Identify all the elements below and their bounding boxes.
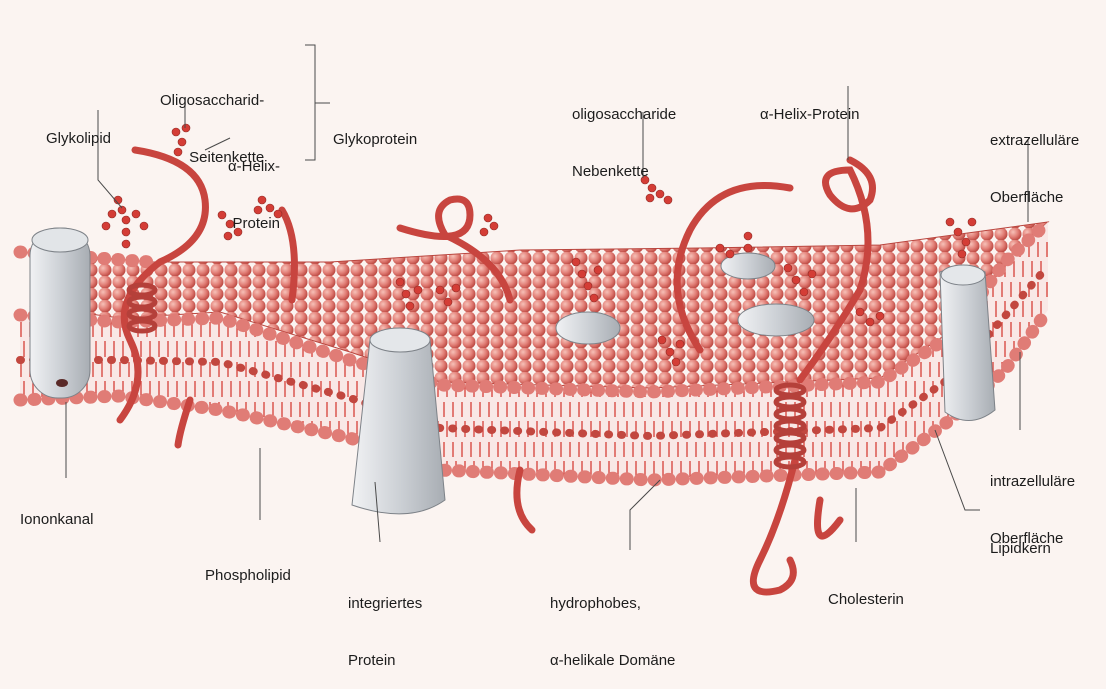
label-intra-line1: intrazelluläre <box>990 472 1075 491</box>
label-glykolipid: Glykolipid <box>46 91 111 167</box>
label-extrazellulaere-oberflaeche: extrazelluläre Oberfläche <box>990 93 1079 226</box>
label-phospholipid-text: Phospholipid <box>205 566 291 585</box>
label-integriert-line2: Protein <box>348 651 422 670</box>
peripheral-protein-1 <box>556 312 620 344</box>
label-phospholipid: Phospholipid <box>205 528 291 604</box>
label-extra-line2: Oberfläche <box>990 188 1079 207</box>
label-ionenkanal: Iononkanal <box>20 472 93 548</box>
label-integriert-line1: integriertes <box>348 594 422 613</box>
label-oligosaccharide-nebenkette: oligosaccharide Nebenkette <box>572 67 676 200</box>
label-hydrophob-line2: α-helikale Domäne <box>550 651 675 670</box>
label-extra-line1: extrazelluläre <box>990 131 1079 150</box>
label-neben-line2: Nebenkette <box>572 162 676 181</box>
label-alpha-helix-protein-1: α-Helix- Protein <box>228 119 280 252</box>
label-alpha1-line2: Protein <box>228 214 280 233</box>
label-lipidkern: Lipidkern <box>990 501 1051 577</box>
label-cholesterin-text: Cholesterin <box>828 590 904 609</box>
label-lipidkern-text: Lipidkern <box>990 539 1051 558</box>
label-glykoprotein-text: Glykoprotein <box>333 130 417 149</box>
label-hydrophobe-domaene: hydrophobes, α-helikale Domäne <box>550 556 675 689</box>
label-alpha1-line1: α-Helix- <box>228 157 280 176</box>
label-cholesterin: Cholesterin <box>828 552 904 628</box>
label-glykolipid-text: Glykolipid <box>46 129 111 148</box>
label-oligo-line1: Oligosaccharid- <box>160 91 264 110</box>
label-ionenkanal-text: Iononkanal <box>20 510 93 529</box>
label-alpha-helix-protein-2: α-Helix-Protein <box>760 67 860 143</box>
label-glykoprotein: Glykoprotein <box>333 92 417 168</box>
label-integriertes-protein: integriertes Protein <box>348 556 422 689</box>
label-neben-line1: oligosaccharide <box>572 105 676 124</box>
peripheral-protein-2 <box>738 304 814 336</box>
ion-channel <box>30 228 90 398</box>
label-hydrophob-line1: hydrophobes, <box>550 594 675 613</box>
label-alpha2-text: α-Helix-Protein <box>760 105 860 124</box>
